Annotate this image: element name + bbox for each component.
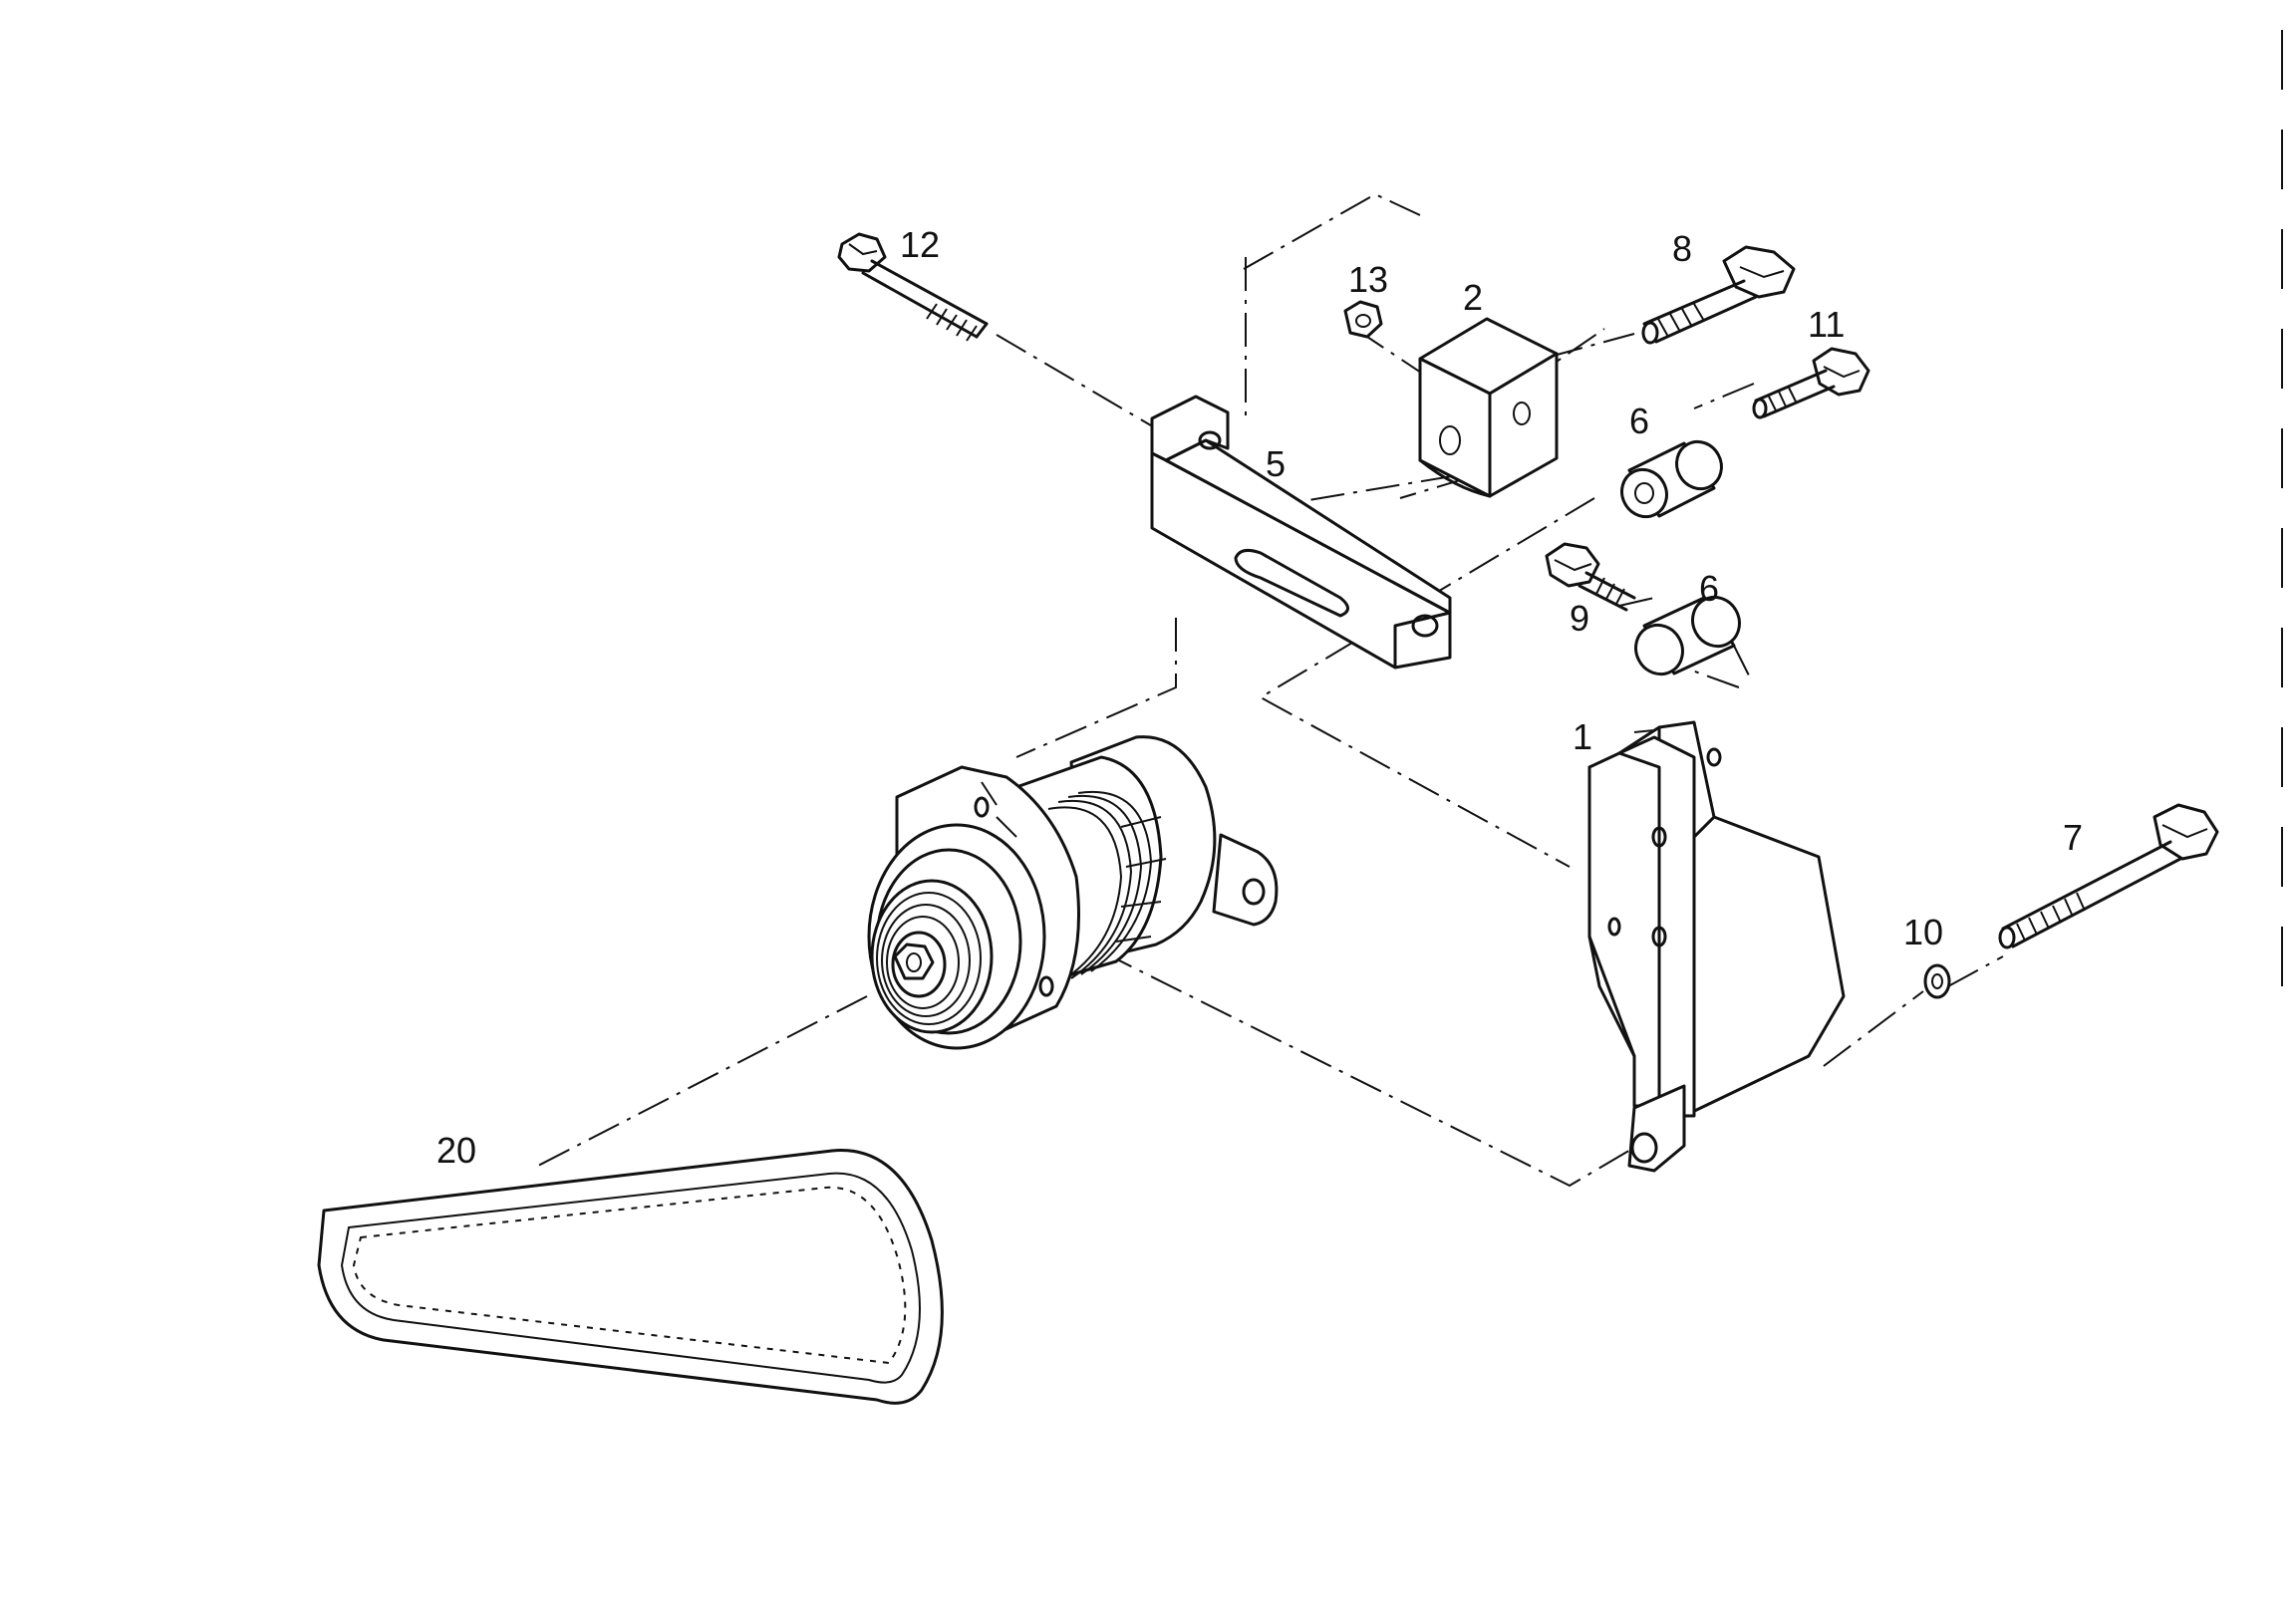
- callout-12: 12: [900, 224, 940, 265]
- callout-1: 1: [1573, 716, 1592, 757]
- callout-6b: 6: [1699, 568, 1719, 609]
- callout-6a: 6: [1629, 401, 1649, 441]
- bolt-8: [1641, 245, 1796, 345]
- spacer-6-lower: [1634, 595, 1741, 676]
- callout-13: 13: [1348, 259, 1388, 300]
- callout-20: 20: [436, 1130, 476, 1171]
- callout-8: 8: [1672, 228, 1692, 269]
- bolt-9: [1545, 542, 1636, 612]
- callout-2: 2: [1463, 277, 1483, 318]
- nut-13: [1343, 300, 1383, 339]
- callout-labels: 1 2 5 6 6 7 8 9 10 11 12 13 20: [436, 224, 2083, 1171]
- bolt-11: [1752, 347, 1870, 419]
- bracket-1: [1587, 720, 1846, 1173]
- callout-11: 11: [1808, 304, 1845, 345]
- callout-5: 5: [1266, 443, 1286, 484]
- strap-5: [1150, 395, 1452, 670]
- bolt-12: [837, 232, 989, 342]
- washer-10: [1923, 963, 1951, 999]
- callout-7: 7: [2063, 817, 2083, 858]
- belt-20: [317, 1149, 944, 1405]
- assembly-centerlines: [408, 192, 2004, 1261]
- bolt-7: [1998, 803, 2219, 949]
- block-2: [1418, 317, 1559, 498]
- callout-9: 9: [1570, 598, 1589, 639]
- alternator: [867, 735, 1279, 1050]
- callout-10: 10: [1903, 912, 1943, 952]
- spacer-6-upper: [1620, 439, 1723, 519]
